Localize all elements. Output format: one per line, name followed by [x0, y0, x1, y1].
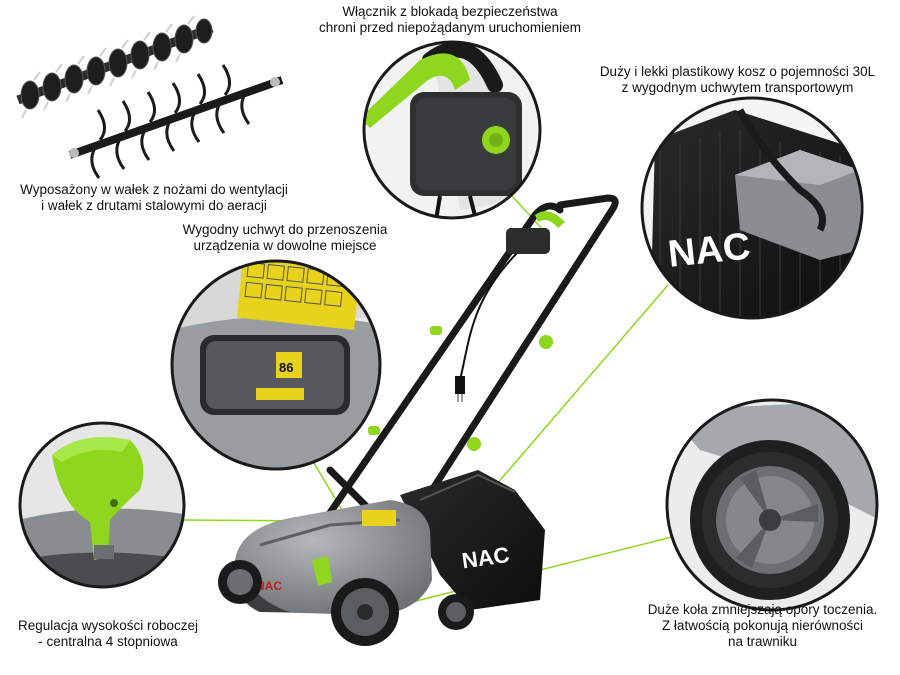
caption-rollers-line1: Wyposażony w wałek z nożami do wentylacj…: [20, 182, 288, 197]
caption-handle-line1: Wygodny uchwyt do przenoszenia: [182, 222, 388, 237]
zoom-handle: 86: [170, 259, 382, 471]
caption-switch: Włącznik z blokadą bezpieczeństwa chroni…: [285, 4, 615, 36]
caption-switch-line1: Włącznik z blokadą bezpieczeństwa: [342, 4, 558, 19]
zoom-basket: NAC: [640, 96, 864, 320]
zoom-height-lever: [18, 421, 186, 589]
caption-wheels: Duże koła zmniejszają opory toczenia. Z …: [630, 602, 895, 650]
caption-rollers: Wyposażony w wałek z nożami do wentylacj…: [4, 182, 304, 214]
caption-height: Regulacja wysokości roboczej - centralna…: [8, 618, 208, 650]
caption-wheels-line2: Z łatwością pokonują nierówności: [661, 618, 864, 633]
body-logo: NAC: [256, 579, 282, 593]
caption-basket-line2: z wygodnym uchwytem transportowym: [621, 80, 854, 95]
caption-basket-line1: Duży i lekki plastikowy kosz o pojemnośc…: [599, 64, 876, 79]
caption-wheels-line3: na trawniku: [727, 634, 798, 649]
blade-roller: [16, 15, 214, 119]
caption-rollers-line2: i wałek z drutami stalowymi do aeracji: [41, 198, 267, 213]
caption-height-line2: - centralna 4 stopniowa: [38, 634, 178, 649]
caption-handle: Wygodny uchwyt do przenoszenia urządzeni…: [160, 222, 410, 254]
basket-zoom-logo: NAC: [666, 225, 752, 275]
zoom-switch: [362, 40, 542, 220]
wire-roller: [68, 64, 284, 179]
aerator-machine: NAC NAC: [218, 194, 619, 646]
caption-height-line1: Regulacja wysokości roboczej: [17, 618, 199, 633]
caption-handle-line2: urządzenia w dowolne miejsce: [193, 238, 377, 253]
height-dial-value: 86: [279, 360, 293, 375]
caption-wheels-line1: Duże koła zmniejszają opory toczenia.: [647, 602, 878, 617]
caption-basket: Duży i lekki plastikowy kosz o pojemnośc…: [585, 64, 890, 96]
caption-switch-line2: chroni przed niepożądanym uruchomieniem: [319, 20, 581, 35]
zoom-wheel: [665, 398, 879, 612]
